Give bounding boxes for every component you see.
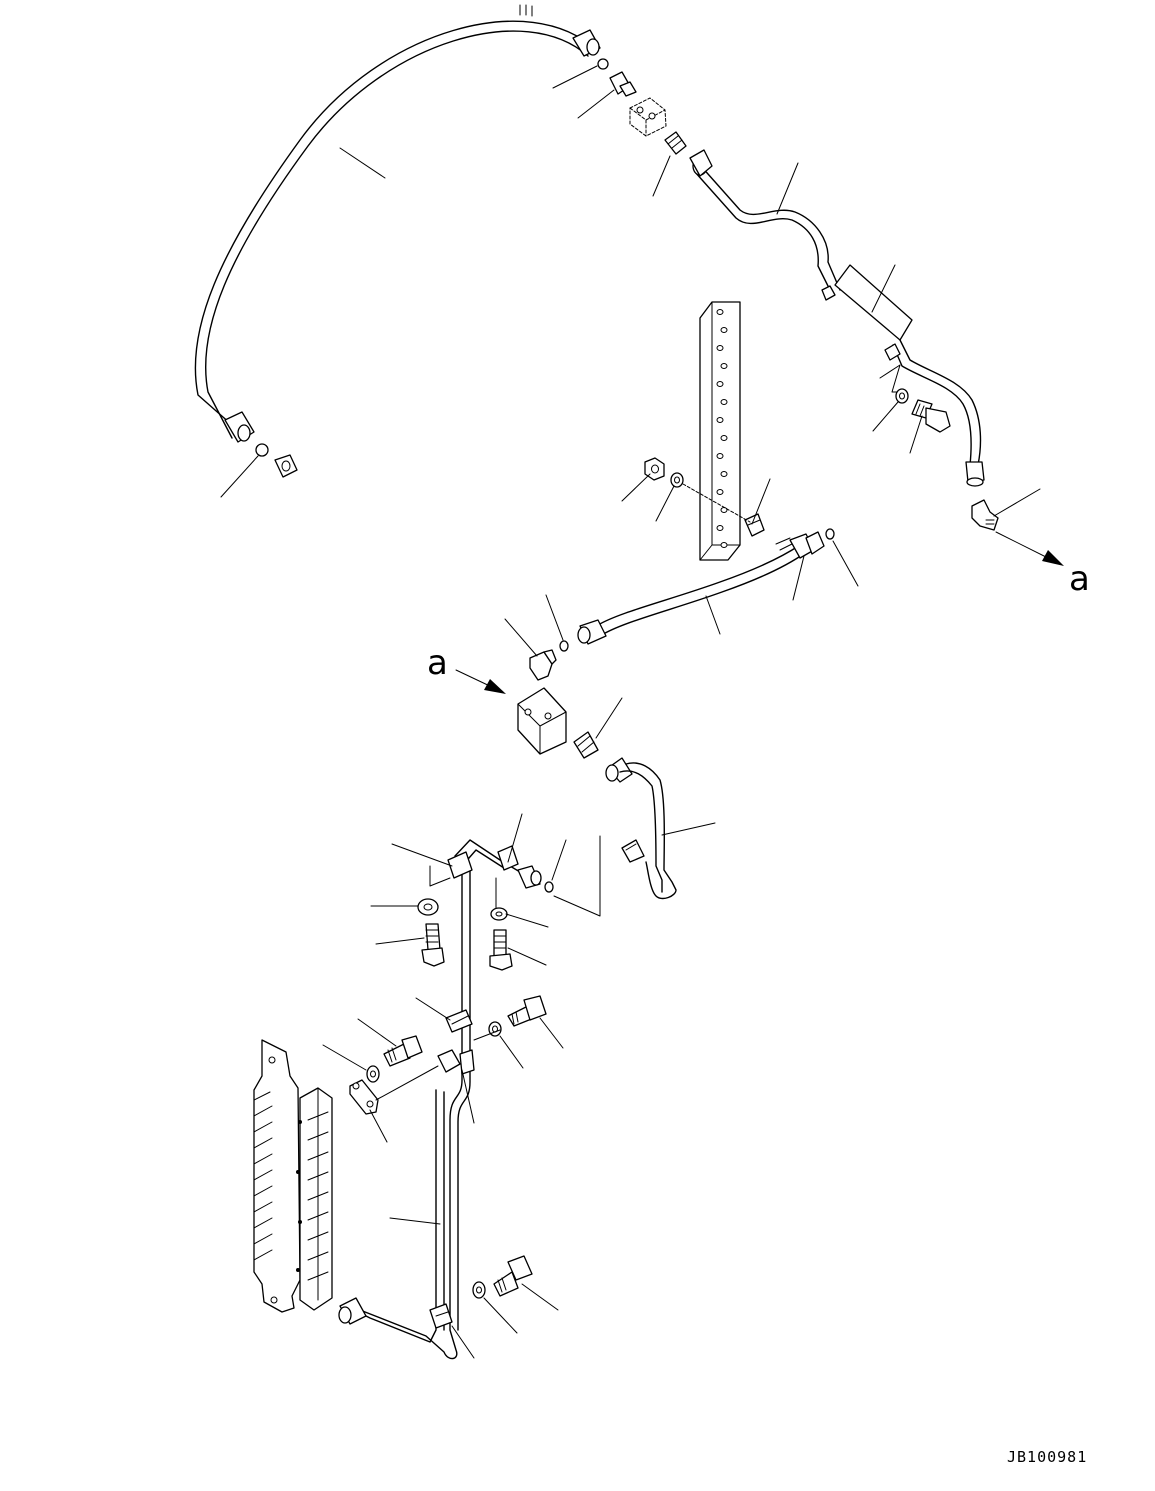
- middle-hose: [577, 531, 825, 645]
- clip-lower: [437, 1049, 475, 1075]
- view-label-right: a: [1069, 559, 1090, 599]
- dash-links: [375, 1029, 501, 1101]
- washer-left-mid: [366, 1065, 380, 1083]
- bracket-plate: [699, 301, 741, 561]
- nipple-top: [664, 131, 687, 155]
- dash-bolt-line: [682, 483, 751, 523]
- clamp-bracket: [349, 1079, 379, 1115]
- vertical-tube: [338, 839, 521, 1360]
- clip-plate: [744, 513, 765, 537]
- valve-body: [296, 1087, 333, 1311]
- clamp-lower: [429, 1303, 453, 1329]
- washer-mid-lower: [490, 907, 508, 921]
- clamp-mid: [445, 1009, 473, 1033]
- washer-left-upper: [417, 898, 439, 916]
- washer-mid: [670, 472, 684, 488]
- fitting-upper: [517, 865, 542, 889]
- arrow-a-right: a: [995, 531, 1090, 599]
- lower-tube-right: [553, 757, 677, 917]
- view-label-left: a: [427, 643, 448, 683]
- o-ring-left: [255, 443, 269, 457]
- elbow-mid: [529, 649, 557, 681]
- adapter-top: [609, 71, 637, 97]
- washer-lower: [472, 1281, 486, 1299]
- junction-block: [517, 687, 567, 755]
- bracket-holes: [716, 309, 728, 548]
- bolt-left-mid: [383, 1035, 423, 1067]
- block-dashed: [629, 97, 667, 137]
- bolt-right: [911, 399, 951, 433]
- bolt-mid-lower: [489, 929, 513, 971]
- valve-plate: [253, 1039, 301, 1313]
- bolt-left-upper: [421, 923, 445, 967]
- o-ring-mid-left: [559, 640, 569, 652]
- nipple-mid: [573, 731, 599, 759]
- top-right-tube: [689, 149, 985, 487]
- o-ring-top: [597, 58, 609, 70]
- leader-lines: [220, 65, 1041, 1359]
- o-ring-lower: [544, 881, 554, 893]
- clamp-upper: [429, 845, 519, 887]
- bolt-lower: [493, 1255, 533, 1297]
- washer-right: [895, 388, 909, 404]
- nut-left: [274, 454, 298, 478]
- o-ring-mid-right: [825, 528, 835, 540]
- drawing-code: JB100981: [1007, 1448, 1087, 1466]
- top-arc-hose: [194, 4, 601, 443]
- arrow-a-left: a: [427, 643, 506, 694]
- elbow-right: [971, 499, 999, 531]
- bolt-mid-right: [507, 995, 547, 1027]
